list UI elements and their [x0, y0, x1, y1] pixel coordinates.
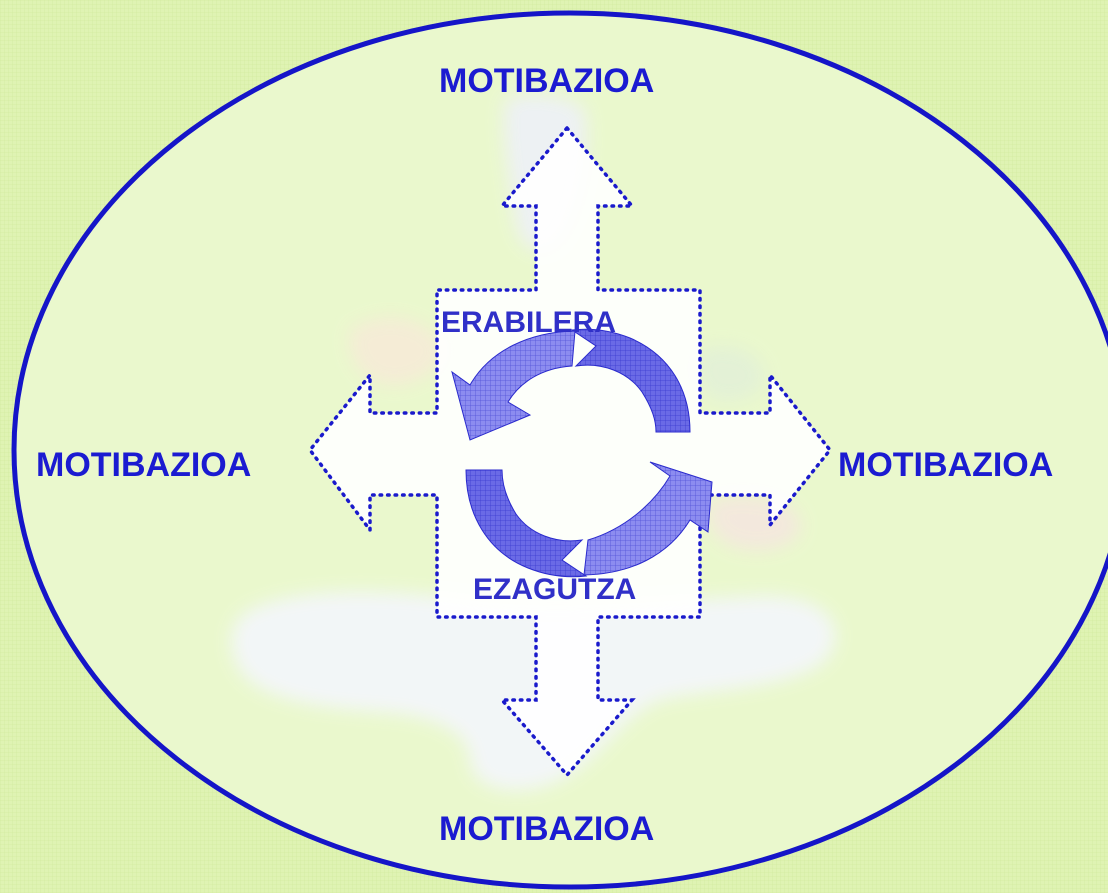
cycle-arrows [451, 328, 713, 578]
usage-label: ERABILERA [441, 306, 617, 339]
motivation-label-left: MOTIBAZIOA [36, 446, 252, 484]
motivation-label-right: MOTIBAZIOA [838, 446, 1054, 484]
cycle-arrow-bottom-right [583, 461, 713, 576]
motivation-label-top: MOTIBAZIOA [439, 62, 655, 100]
four-way-arrow [307, 125, 833, 778]
cycle-arrow-top-left [451, 330, 576, 441]
dotted-cross-outline [307, 125, 833, 778]
motivation-label-bottom: MOTIBAZIOA [439, 810, 655, 848]
cycle-arrow-top-right [570, 328, 691, 433]
cycle-arrow-bottom-left [465, 469, 588, 578]
knowledge-label: EZAGUTZA [473, 573, 637, 606]
